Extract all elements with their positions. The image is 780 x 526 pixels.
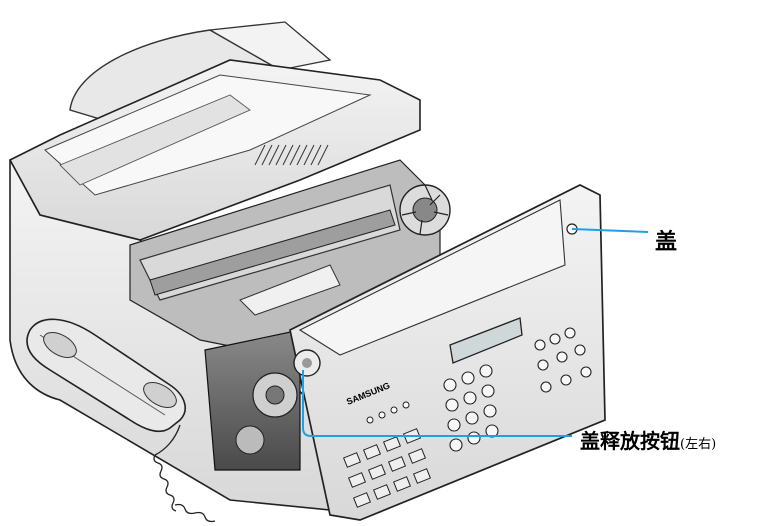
release-button-note: (左右) [680,437,717,452]
drive-gear [399,184,451,236]
telephone-handset [26,318,186,432]
release-button-label: 盖释放按钮 [580,429,680,453]
keypad-buttons [443,327,592,452]
cover-leader-line [571,228,649,233]
release-leader-line [302,370,572,437]
vent-slots [254,144,329,166]
coiled-cord [153,424,216,523]
release-button-label-group: 盖释放按钮(左右) [580,425,716,454]
callout-leaders [302,228,649,437]
top-housing [8,59,421,241]
cover-label: 盖 [655,230,678,255]
